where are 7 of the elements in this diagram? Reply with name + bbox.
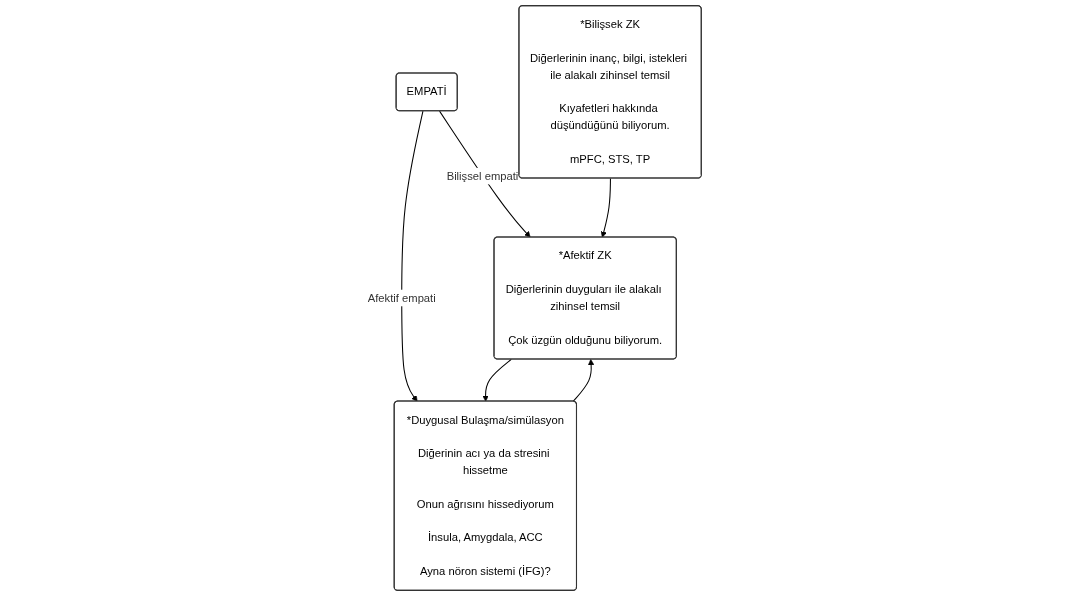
arrow [600,177,611,238]
edge-label: Afektif empati [367,291,436,304]
edge-label: Bilişsel empati [446,169,519,182]
arrow [572,359,595,402]
arrow [439,110,531,238]
arrow [401,110,424,402]
arrow [482,358,512,402]
